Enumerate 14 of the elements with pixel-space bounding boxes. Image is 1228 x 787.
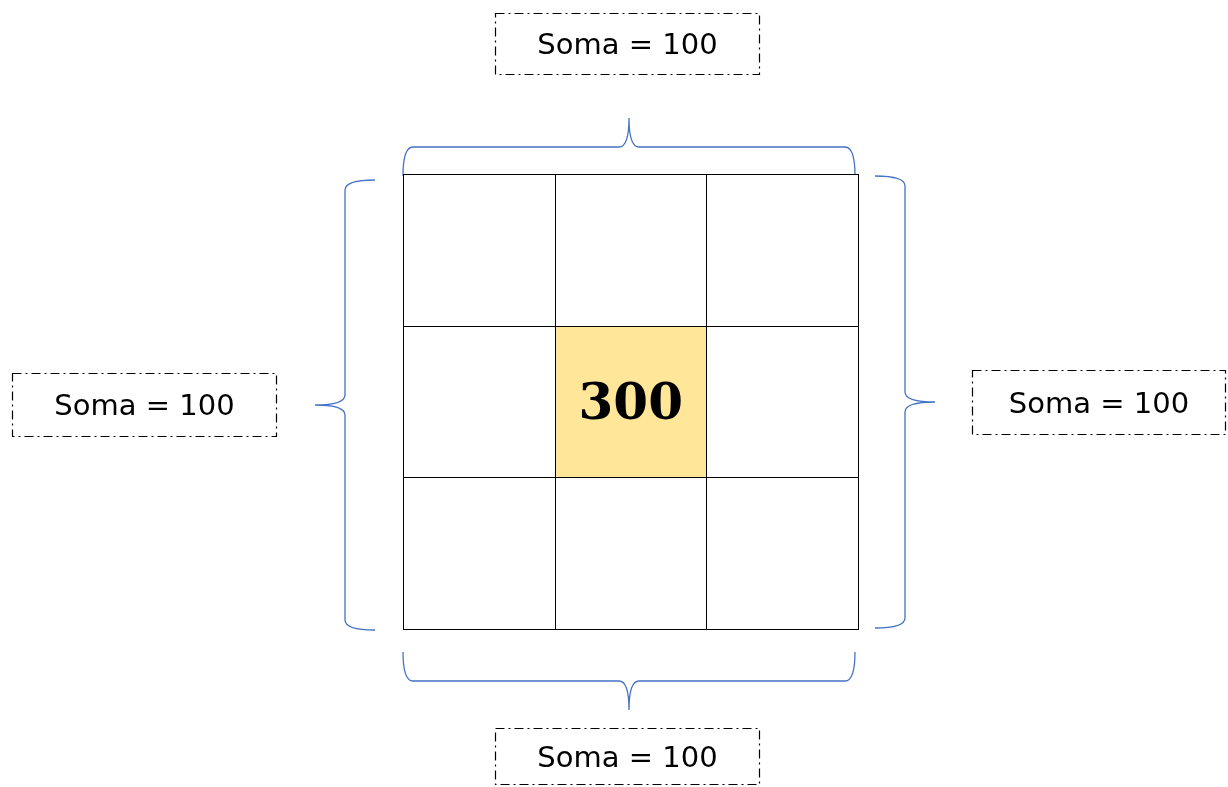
sum-label-box: [495, 13, 760, 75]
grid-cell: [706, 477, 859, 630]
grid-cell: [403, 174, 556, 327]
sum-label: Soma = 100: [537, 27, 718, 61]
grid-cell: [706, 174, 859, 327]
sum-label-box: [12, 373, 277, 437]
sum-label-box: [972, 370, 1226, 435]
sum-label: Soma = 100: [1008, 385, 1190, 420]
sum-label: Soma = 100: [54, 388, 235, 422]
sum-label: Soma = 100: [537, 739, 718, 774]
grid-cell: [403, 477, 556, 630]
cell-value: 300: [578, 372, 683, 432]
sum-label-box: [495, 728, 760, 785]
highlighted-grid-cell: [554, 325, 707, 478]
